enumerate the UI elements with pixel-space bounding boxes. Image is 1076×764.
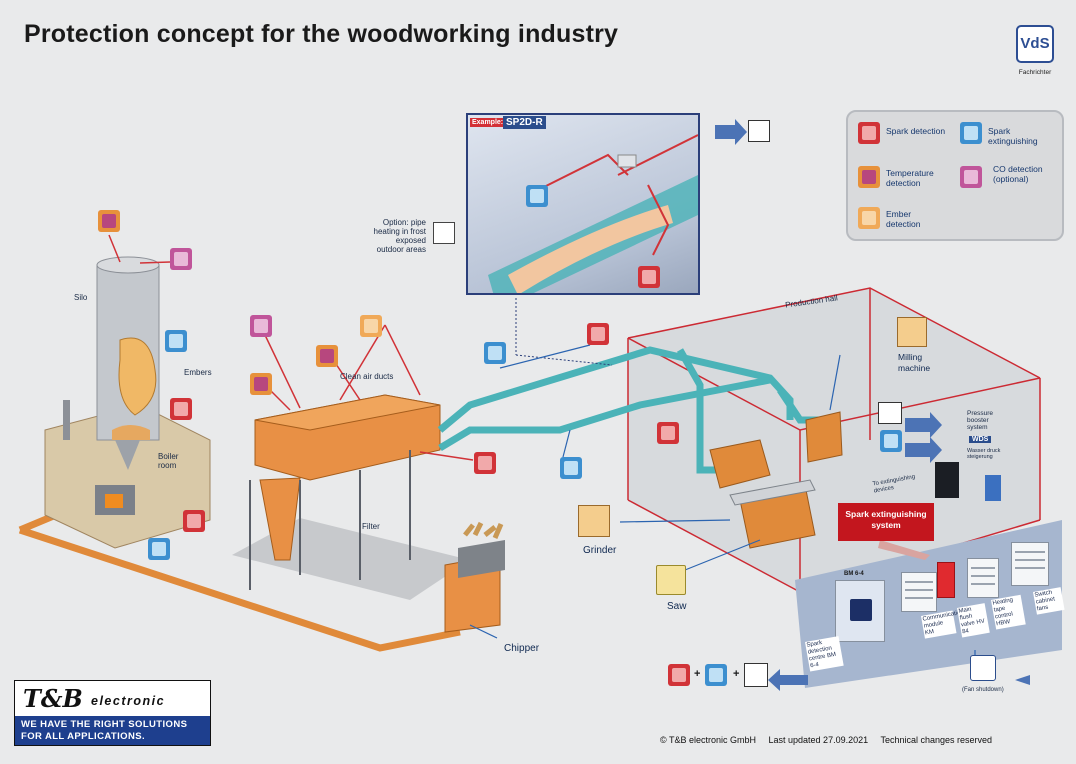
flush-valve-icon: [748, 120, 770, 142]
pipe-illustration: [488, 134, 699, 310]
flush-valve-icon: [878, 402, 902, 424]
silo: [96, 256, 160, 470]
tb-electronic-logo: T&B electronic WE HAVE THE RIGHT SOLUTIO…: [14, 680, 211, 746]
spark-detection-icon: [587, 323, 609, 345]
spark-detection-icon: [638, 266, 660, 288]
logo-electronic: electronic: [91, 694, 166, 708]
logo-slogan-bar: [15, 716, 210, 745]
communication-module-cabinet: [901, 572, 937, 612]
spark-extinguishing-icon: [484, 342, 506, 364]
vds-logo-sub: Fachrichter: [1018, 69, 1052, 76]
chimney: [63, 400, 70, 440]
spark-extinguishing-system-banner: Spark extinguishing system: [838, 503, 934, 541]
bm-display: [850, 599, 872, 621]
silo-label: Silo: [74, 293, 88, 302]
footer-updated: Last updated 27.09.2021: [768, 735, 869, 745]
vds-logo: VdS Fachrichter: [1012, 25, 1058, 79]
temperature-detection-icon: [316, 345, 338, 367]
legend-temperature-detection-icon: [858, 166, 880, 188]
spark-extinguishing-icon: [165, 330, 187, 352]
panel-label-heating: Heating tape control HBW: [991, 594, 1026, 630]
logo-slogan-line2: FOR ALL APPLICATIONS.: [21, 731, 145, 742]
wds-sub-label: Wasser druck steigerung: [967, 448, 1001, 460]
vds-logo-mark: VdS: [1016, 25, 1054, 63]
legend-spark-detection-icon: [858, 122, 880, 144]
example-model: SP2D-R: [503, 116, 546, 129]
spark-extinguishing-icon: [526, 185, 548, 207]
grinder-label: Grinder: [583, 545, 617, 556]
grinder-temperature-icon: [578, 505, 610, 537]
milling-machine-label: Milling machine: [898, 352, 931, 373]
spark-extinguishing-icon: [148, 538, 170, 560]
co-detection-icon: [170, 248, 192, 270]
hall-machines: [709, 411, 1001, 549]
legend: Spark detection Spark extinguishing Temp…: [846, 110, 1064, 241]
legend-spark-extinguishing-label: Spark extinguishing: [988, 126, 1038, 146]
spark-detection-icon: [474, 452, 496, 474]
plus-sign-2: +: [733, 668, 740, 680]
filter-label: Filter: [362, 522, 380, 531]
saw-blade-icon: [656, 565, 686, 595]
logo-top: [15, 681, 208, 715]
footer: © T&B electronic GmbH Last updated 27.09…: [660, 735, 1002, 745]
legend-co-detection-icon: [960, 166, 982, 188]
boiler-room-label: Boiler room: [158, 452, 179, 470]
embers-label: Embers: [184, 368, 212, 377]
teal-ducts: [437, 346, 830, 474]
panel-label-spark-detection: Spark detection centre BM 6-4: [805, 636, 844, 672]
legend-co-detection-label: CO detection (optional): [993, 164, 1043, 184]
pipe-heating-icon: [744, 663, 768, 687]
footer-copyright: © T&B electronic GmbH: [660, 735, 756, 745]
filter-unit: [249, 394, 441, 590]
footer-changes: Technical changes reserved: [880, 735, 993, 745]
example-spark-detection-box: [466, 113, 700, 310]
ember-detection-icon: [360, 315, 382, 337]
legend-ember-detection-label: Ember detection: [886, 209, 921, 229]
logo-slogan-line1: WE HAVE THE RIGHT SOLUTIONS: [21, 719, 188, 730]
option-pipe-heating-label: Option: pipe heating in frost exposed ou…: [373, 218, 426, 254]
spark-extinguishing-icon: [705, 664, 727, 686]
wds-badge: WDS: [969, 436, 992, 443]
spark-detection-icon: [183, 510, 205, 532]
temperature-detection-icon: [250, 373, 272, 395]
spark-extinguishing-icon: [560, 457, 582, 479]
logo-brand: T&B: [23, 684, 83, 713]
panel-label-communication: Communication module KM: [921, 610, 964, 639]
spark-detection-icon: [668, 664, 690, 686]
main-flush-valve-cabinet: [937, 562, 955, 598]
sensor-connections: [108, 234, 474, 461]
bm-label: BM 6-4: [844, 571, 864, 577]
legend-ember-detection-icon: [858, 207, 880, 229]
panel-label-main-flush: Main flush valve HV 84: [957, 603, 990, 638]
chipper-label: Chipper: [504, 643, 540, 654]
co-detection-icon: [250, 315, 272, 337]
heating-tape-control-cabinet: [967, 558, 999, 598]
clean-air-ducts-label: Clean air ducts: [340, 372, 394, 381]
legend-temperature-detection-label: Temperature detection: [886, 168, 934, 188]
bm-6-4-cabinet: BM 6-4: [835, 571, 885, 642]
milling-machine-temperature-icon: [897, 317, 927, 347]
pipe-heating-sensor-icon: [433, 222, 455, 244]
spark-detection-icon: [170, 398, 192, 420]
page-title: Protection concept for the woodworking i…: [24, 20, 619, 48]
filter-floor: [232, 518, 470, 600]
spark-detection-icon: [657, 422, 679, 444]
example-tag: Example:: [470, 118, 506, 127]
saw-label: Saw: [667, 601, 687, 612]
legend-spark-detection-label: Spark detection: [886, 126, 946, 136]
fan-shutdown-label: (Fan shutdown): [962, 687, 1004, 693]
spark-extinguishing-icon: [880, 430, 902, 452]
pressure-booster-label: Pressure booster system: [967, 410, 994, 431]
chipper-machine: [444, 521, 505, 633]
control-panels: BM 6-4 Spark detection centre BM 6-4 Com…: [795, 520, 1065, 680]
fan-shutdown-icon: [970, 655, 996, 681]
panel-label-switch-cabinet: Switch cabinet fans: [1033, 587, 1065, 615]
legend-spark-extinguishing-icon: [960, 122, 982, 144]
switch-cabinet-fans: [1011, 542, 1049, 586]
plus-sign-1: +: [694, 668, 701, 680]
temperature-detection-icon: [98, 210, 120, 232]
